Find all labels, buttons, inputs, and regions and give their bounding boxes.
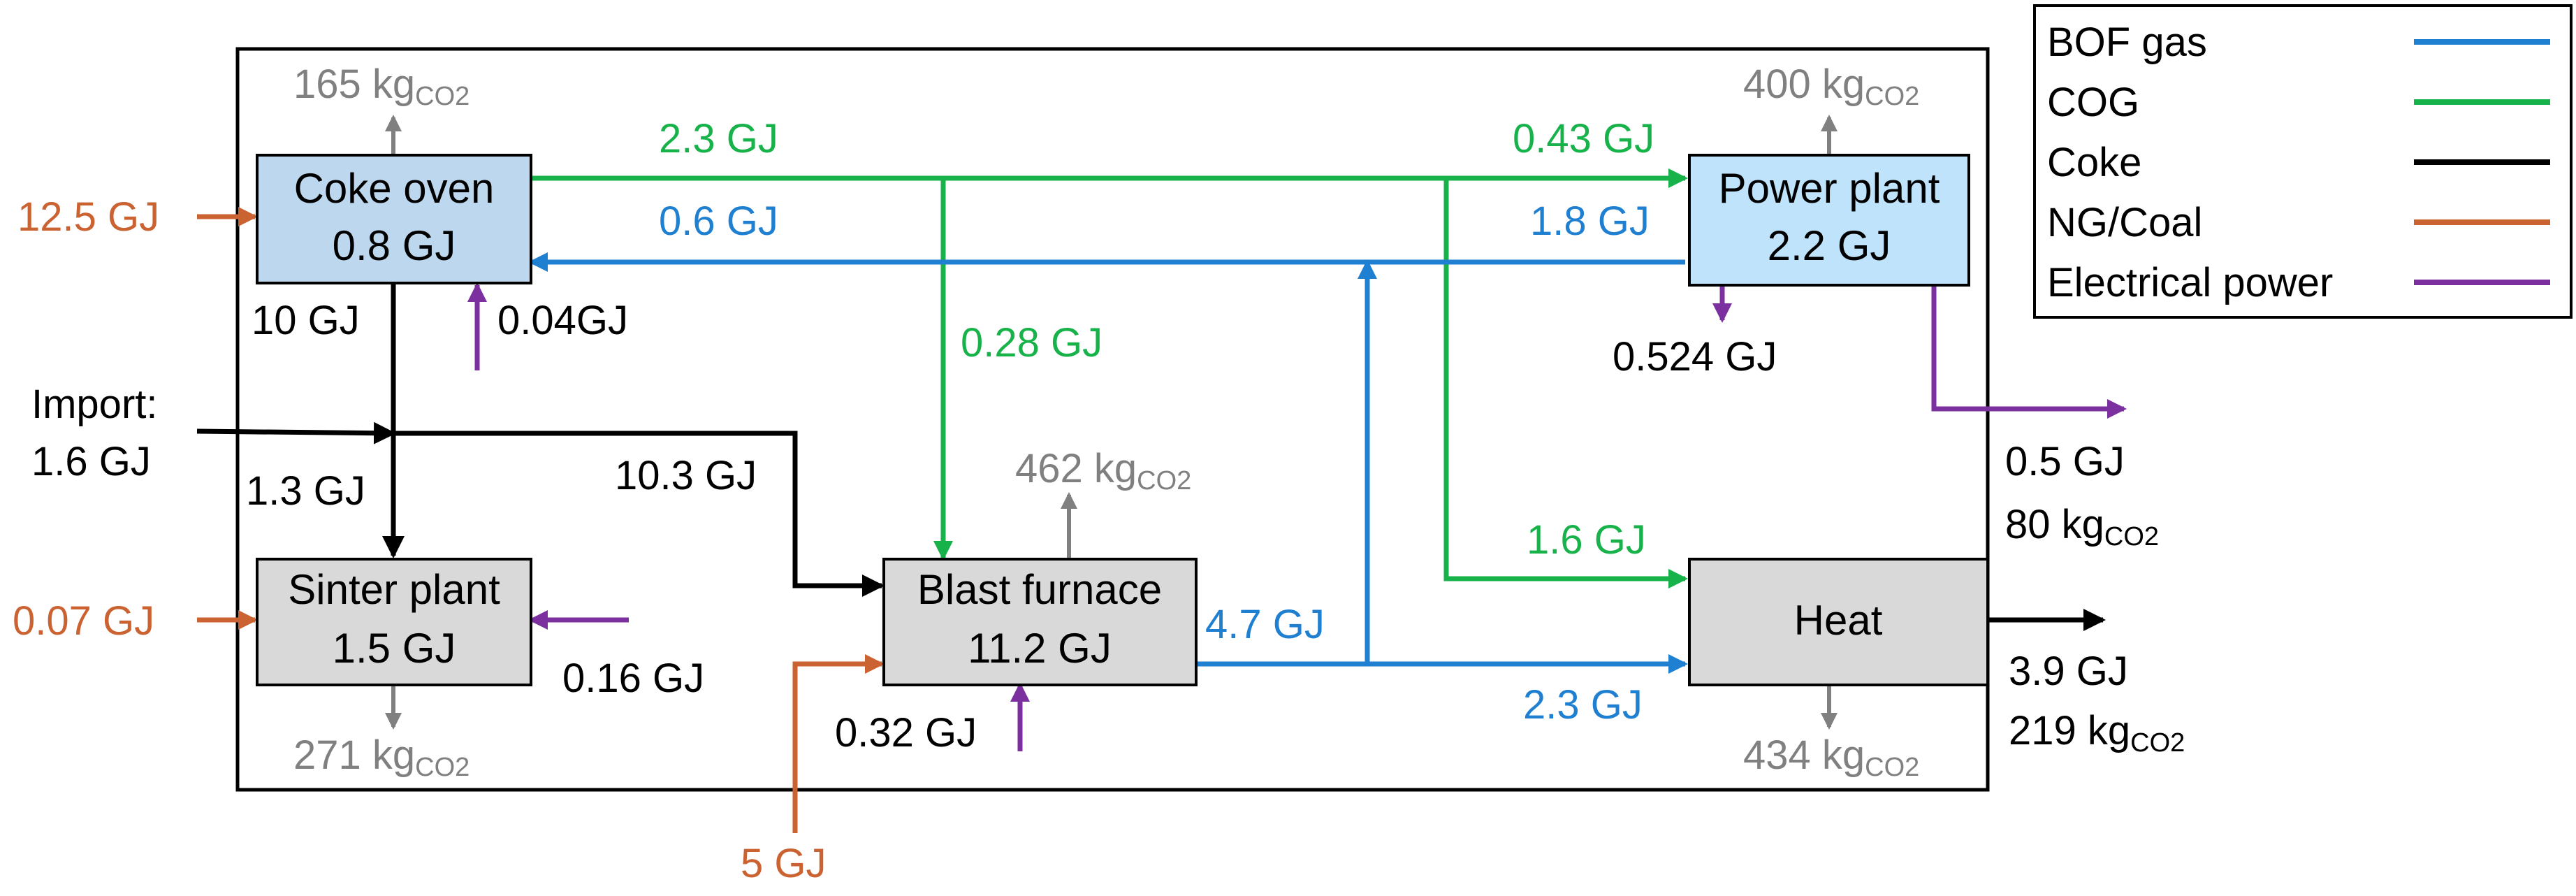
import-arrow: [196, 421, 396, 445]
coke-oven-box: Coke oven 0.8 GJ: [256, 154, 532, 284]
coke-flows: [196, 283, 2106, 631]
cog-to-blast-label: 0.28 GJ: [961, 320, 1103, 366]
blast-furnace-label: Blast furnace: [917, 566, 1162, 613]
ng-to-blast-arrow: [792, 654, 885, 833]
system-boundary: [235, 47, 1990, 792]
output-labels: 0.5 GJ 80 kgCO2 3.9 GJ 219 kgCO2: [2005, 439, 2185, 758]
power-export-value: 0.5 GJ: [2005, 439, 2125, 484]
bof-gas-flows: [528, 252, 1688, 674]
emission-arrows: [385, 115, 1838, 730]
heat-box: Heat: [1688, 558, 1989, 686]
ng-to-sinter-label: 0.07 GJ: [13, 598, 154, 644]
cog-flows: [529, 168, 1688, 588]
flow-labels: 2.3 GJ 0.43 GJ 0.28 GJ 1.6 GJ 0.6 GJ 1.8…: [13, 116, 1777, 886]
cog-flow-label-1: 2.3 GJ: [659, 116, 778, 161]
power-self-elec-label: 0.524 GJ: [1613, 334, 1777, 380]
bof-from-blast-label: 4.7 GJ: [1205, 602, 1325, 647]
bof-to-heat-label: 2.3 GJ: [1523, 682, 1643, 728]
power-plant-label: Power plant: [1719, 165, 1940, 212]
power-plant-value: 2.2 GJ: [1768, 222, 1891, 269]
coke-oven-value: 0.8 GJ: [333, 222, 456, 269]
cog-to-heat-label: 1.6 GJ: [1527, 517, 1646, 563]
electrical-flows: [467, 282, 2127, 751]
coke-to-sinter-label: 1.3 GJ: [246, 468, 365, 514]
ng-coal-flows: [197, 207, 885, 833]
legend-label-electrical-power: Electrical power: [2047, 260, 2333, 305]
heat-label: Heat: [1794, 597, 1883, 644]
legend-label-coke: Coke: [2047, 140, 2141, 185]
power-plant-emission: 400 kgCO2: [1743, 62, 1919, 111]
coke-to-blast-label: 10.3 GJ: [615, 453, 757, 498]
heat-emission: 434 kgCO2: [1743, 732, 1919, 782]
power-export-emission: 80 kgCO2: [2005, 502, 2159, 551]
elec-to-sinter-label: 0.16 GJ: [562, 656, 704, 701]
sinter-plant-value: 1.5 GJ: [333, 625, 456, 672]
bof-to-power-label: 1.8 GJ: [1530, 198, 1650, 244]
heat-export-emission: 219 kgCO2: [2009, 708, 2185, 758]
emission-labels: 165 kgCO2 400 kgCO2 462 kgCO2 271 kgCO2 …: [293, 62, 1919, 782]
sinter-plant-label: Sinter plant: [288, 566, 500, 613]
blast-furnace-emission: 462 kgCO2: [1015, 446, 1191, 496]
legend-label-cog: COG: [2047, 80, 2139, 125]
blast-furnace-box: Blast furnace 11.2 GJ: [882, 558, 1198, 686]
power-export-arrow: [1931, 285, 2127, 419]
import-value: 1.6 GJ: [31, 439, 151, 484]
cog-to-heat-arrow: [1443, 178, 1688, 588]
sinter-plant-box: Sinter plant 1.5 GJ: [256, 558, 532, 686]
legend-label-bof-gas: BOF gas: [2047, 20, 2207, 65]
elec-to-coke-label: 0.04GJ: [497, 298, 628, 343]
coke-oven-label: Coke oven: [294, 165, 495, 212]
sinter-plant-emission: 271 kgCO2: [293, 732, 470, 782]
coke-from-oven-label: 10 GJ: [252, 298, 360, 343]
ng-to-blast-label: 5 GJ: [741, 841, 827, 886]
coke-to-blast-arrow: [393, 431, 885, 597]
coke-oven-emission: 165 kgCO2: [293, 62, 470, 111]
bof-to-coke-label: 0.6 GJ: [659, 198, 778, 244]
elec-to-blast-label: 0.32 GJ: [835, 710, 977, 756]
cog-flow-label-2: 0.43 GJ: [1513, 116, 1654, 161]
legend-label-ng-coal: NG/Coal: [2047, 200, 2202, 245]
import-label: Import:: [31, 382, 158, 427]
ng-to-coke-label: 12.5 GJ: [17, 194, 159, 240]
heat-export-value: 3.9 GJ: [2009, 649, 2128, 694]
blast-furnace-value: 11.2 GJ: [968, 625, 1112, 672]
power-plant-box: Power plant 2.2 GJ: [1688, 154, 1970, 287]
